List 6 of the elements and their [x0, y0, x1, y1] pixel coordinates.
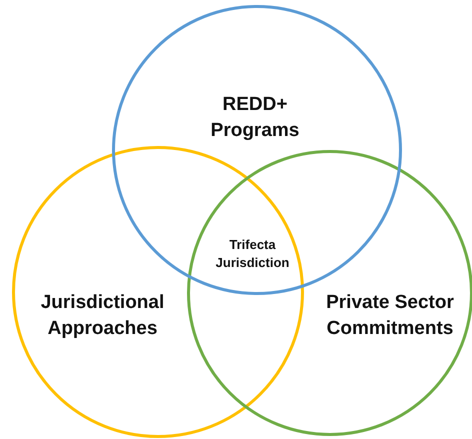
circle-label: Private Sector Commitments	[325, 291, 455, 341]
overlap-label: Trifecta Jurisdiction	[214, 236, 290, 272]
venn-circle	[12, 146, 304, 438]
venn-circle	[112, 5, 402, 295]
circle-label: REDD+ Programs	[210, 93, 300, 143]
circle-label: Jurisdictional Approaches	[40, 291, 166, 341]
